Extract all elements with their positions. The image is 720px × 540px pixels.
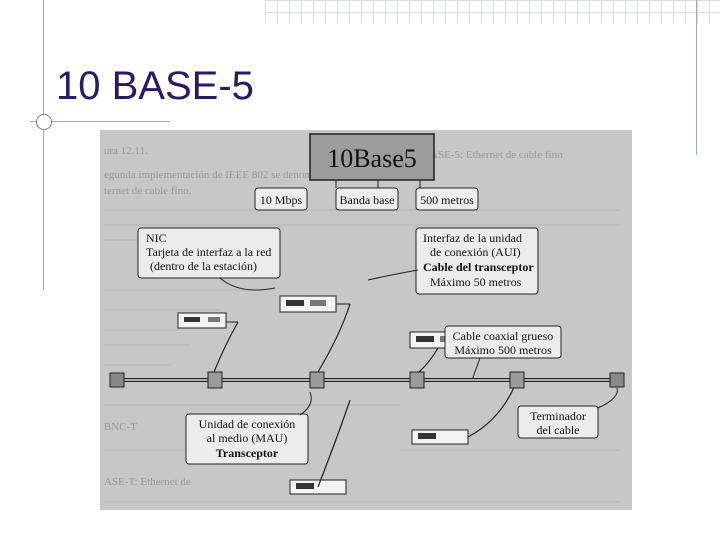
station-bottom-1 <box>411 429 469 445</box>
aui-label-line-1: Interfaz de la unidad <box>423 231 522 245</box>
coax-pointer <box>471 357 481 381</box>
coax-callout-box <box>444 325 562 359</box>
grid-background <box>265 0 720 24</box>
terminator-right <box>609 372 625 388</box>
station-center <box>279 295 350 313</box>
mau-callout-box <box>185 413 309 465</box>
title-underline <box>30 121 170 122</box>
ghost-caption: ura 12.11. <box>104 145 148 157</box>
ghost-line-2: egunda implementación de IEEE 802 se den… <box>104 169 352 181</box>
header-title: 10Base5 <box>327 144 417 173</box>
ghost-text-lines <box>104 209 620 503</box>
speed-label: 10 Mbps <box>260 193 303 207</box>
header-title-box <box>309 133 435 181</box>
terminator-callout-box <box>517 405 599 439</box>
nic-callout-box <box>137 227 281 279</box>
band-box <box>335 187 399 211</box>
aui-label-line-3: Cable del transceptor <box>423 260 534 274</box>
nic-label-title: NIC <box>146 231 167 245</box>
mau-label-line-3: Transceptor <box>216 446 279 460</box>
speed-box <box>254 187 308 211</box>
mau-label-line-2: al medio (MAU) <box>207 431 288 445</box>
aui-callout-box <box>415 227 539 295</box>
coax-label-line-1: Cable coaxial grueso <box>453 329 554 343</box>
ghost-line-1: ASE-5: Ethernet de cable fino <box>430 149 563 161</box>
aui-label-line-2: de conexión (AUI) <box>430 245 521 259</box>
drop-cables <box>213 303 516 488</box>
nic-pointer <box>219 277 276 291</box>
terminator-label-line-2: del cable <box>537 423 580 437</box>
frame-right-line <box>696 0 697 155</box>
station-left <box>177 312 238 329</box>
tap-4 <box>509 371 525 389</box>
coax-label-line-2: Máximo 500 metros <box>454 343 552 357</box>
slide-title: 10 BASE-5 <box>56 64 254 108</box>
ghost-line-4: BNC-T <box>104 421 137 433</box>
aui-pointer <box>367 269 419 281</box>
frame-vertical-line <box>43 0 44 290</box>
scanned-diagram: ura 12.11. ASE-5: Ethernet de cable fino… <box>100 130 632 510</box>
aui-label-line-4: Máximo 50 metros <box>430 275 522 289</box>
tap-2 <box>309 371 325 389</box>
ghost-line-3: ternet de cable fino. <box>104 185 192 197</box>
terminator-left <box>109 372 125 388</box>
mau-pointer <box>299 391 312 416</box>
length-box <box>415 187 479 211</box>
ghost-line-5: ASE-T: Ethernet de <box>104 476 191 488</box>
nic-label-line-1: Tarjeta de interfaz a la red <box>146 245 271 259</box>
length-label: 500 metros <box>420 193 474 207</box>
nic-label-line-2: (dentro de la estación) <box>150 259 257 273</box>
terminator-pointer <box>597 387 618 409</box>
mau-label-line-1: Unidad de conexión <box>199 417 296 431</box>
terminator-label-line-1: Terminador <box>530 409 586 423</box>
tap-1 <box>207 371 223 389</box>
diagram-svg: ura 12.11. ASE-5: Ethernet de cable fino… <box>104 133 625 503</box>
frame-ring-ornament <box>36 114 52 130</box>
band-label: Banda base <box>340 193 395 207</box>
tap-3 <box>409 371 425 389</box>
